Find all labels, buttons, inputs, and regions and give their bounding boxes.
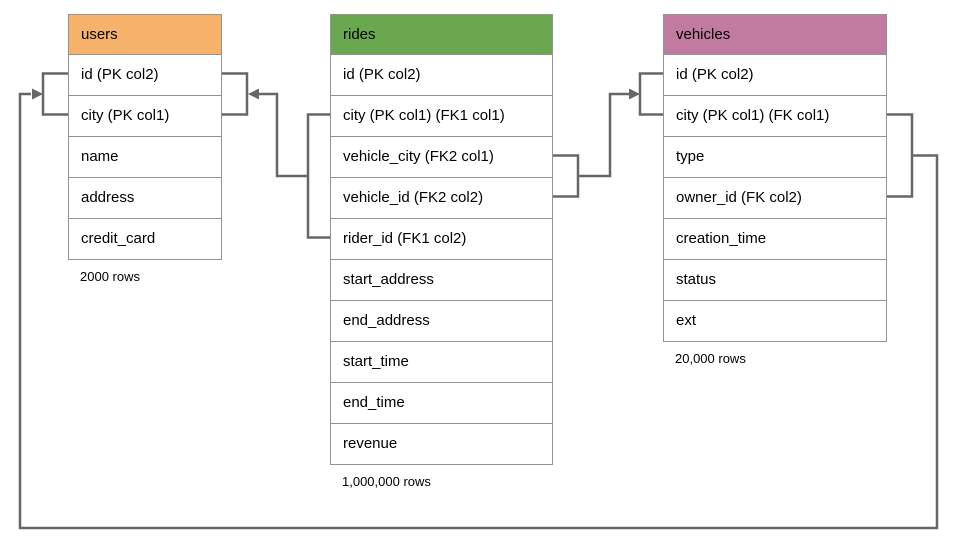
table-users-rowcount: 2000 rows — [80, 269, 140, 284]
column-id: id (PK col2) — [664, 54, 886, 95]
vehicles-right-bracket — [887, 113, 914, 198]
rides-right-bracket — [553, 154, 580, 198]
column-id: id (PK col2) — [69, 54, 221, 95]
arrowhead-into-users-left — [32, 88, 43, 100]
column-vehicle_city: vehicle_city (FK2 col1) — [331, 136, 552, 177]
connector-rides-to-vehicles — [553, 72, 663, 198]
connector-stem — [259, 92, 308, 178]
column-revenue: revenue — [331, 423, 552, 464]
column-name: name — [69, 136, 221, 177]
column-owner_id: owner_id (FK col2) — [664, 177, 886, 218]
table-rides: rides id (PK col2)city (PK col1) (FK1 co… — [330, 14, 553, 489]
column-type: type — [664, 136, 886, 177]
column-ext: ext — [664, 300, 886, 341]
column-start_address: start_address — [331, 259, 552, 300]
connector-vehicles-to-users — [18, 72, 939, 530]
column-city: city (PK col1) — [69, 95, 221, 136]
users-right-bracket — [222, 72, 249, 116]
table-rides-rowcount: 1,000,000 rows — [342, 474, 431, 489]
column-creation_time: creation_time — [664, 218, 886, 259]
column-city: city (PK col1) (FK col1) — [664, 95, 886, 136]
connector-rides-to-users — [222, 72, 330, 239]
table-rides-box: rides id (PK col2)city (PK col1) (FK1 co… — [330, 14, 553, 465]
column-address: address — [69, 177, 221, 218]
arrowhead-into-users — [248, 88, 259, 100]
column-vehicle_id: vehicle_id (FK2 col2) — [331, 177, 552, 218]
column-end_address: end_address — [331, 300, 552, 341]
table-vehicles-columns: id (PK col2)city (PK col1) (FK col1)type… — [664, 54, 886, 341]
rides-left-bracket — [306, 113, 330, 239]
vehicles-left-bracket — [638, 72, 663, 116]
column-start_time: start_time — [331, 341, 552, 382]
column-status: status — [664, 259, 886, 300]
connector-stem-wraparound — [18, 92, 939, 530]
users-left-bracket — [41, 72, 68, 116]
table-rides-columns: id (PK col2)city (PK col1) (FK1 col1)veh… — [331, 54, 552, 464]
connector-stem — [578, 92, 629, 178]
column-end_time: end_time — [331, 382, 552, 423]
table-users-header: users — [69, 15, 221, 54]
table-vehicles-header: vehicles — [664, 15, 886, 54]
table-vehicles-rowcount: 20,000 rows — [675, 351, 746, 366]
column-rider_id: rider_id (FK1 col2) — [331, 218, 552, 259]
table-vehicles-box: vehicles id (PK col2)city (PK col1) (FK … — [663, 14, 887, 342]
column-credit_card: credit_card — [69, 218, 221, 259]
column-id: id (PK col2) — [331, 54, 552, 95]
table-vehicles: vehicles id (PK col2)city (PK col1) (FK … — [663, 14, 887, 366]
table-rides-header: rides — [331, 15, 552, 54]
arrowhead-into-vehicles — [629, 88, 640, 100]
column-city: city (PK col1) (FK1 col1) — [331, 95, 552, 136]
